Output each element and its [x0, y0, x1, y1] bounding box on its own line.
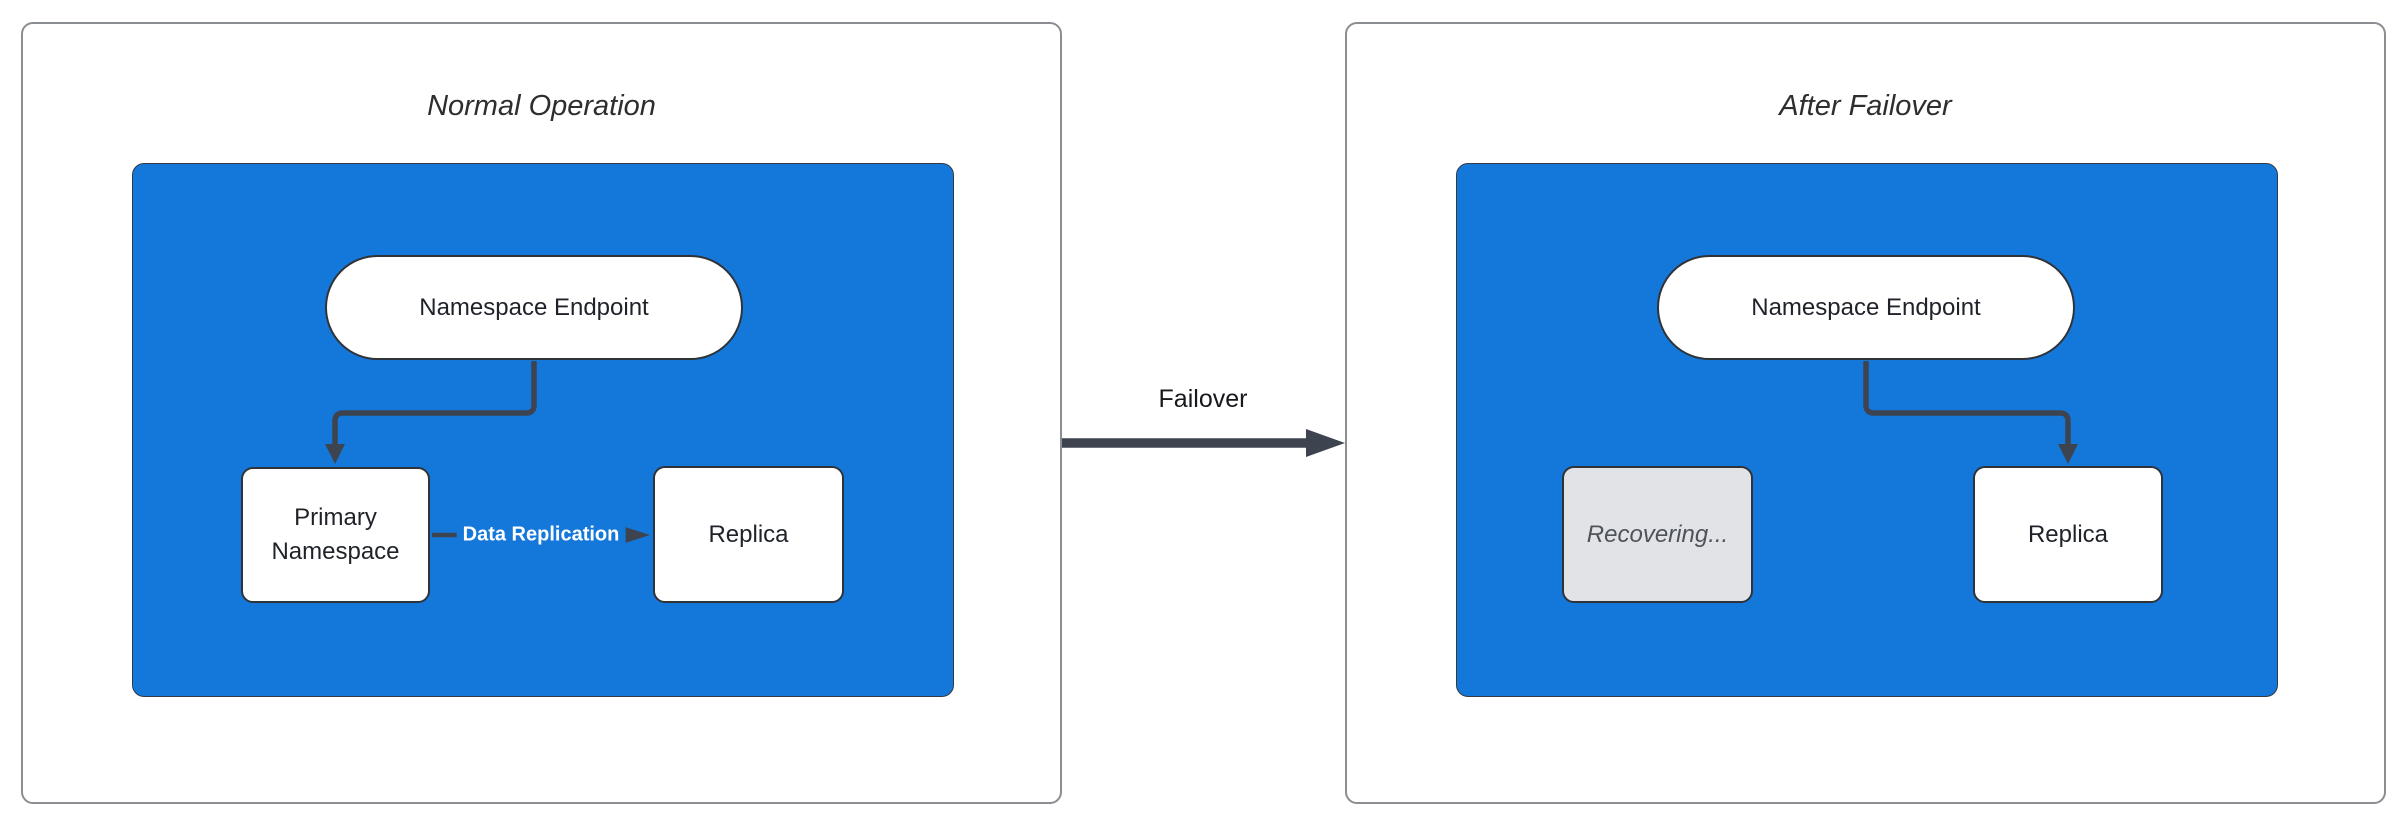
- replica-node-failover: Replica: [1973, 466, 2163, 603]
- replica-label: Replica: [708, 520, 789, 548]
- namespace-endpoint-label: Namespace Endpoint: [1751, 293, 1981, 321]
- primary-namespace-label: Primary Namespace: [271, 504, 400, 565]
- recovering-node: Recovering...: [1562, 466, 1753, 603]
- failover-arrowhead: [1306, 429, 1345, 457]
- primary-namespace-node: Primary Namespace: [241, 467, 430, 603]
- data-replication-edge-label: Data Replication: [456, 520, 626, 550]
- replica-label: Replica: [2027, 520, 2109, 548]
- namespace-cluster-failover: [1456, 163, 2278, 697]
- panel-title-after-failover: After Failover: [1779, 90, 1952, 122]
- panel-after-failover: After Failover Namespace Endpoint Recove…: [1345, 22, 2386, 804]
- replica-node: Replica: [653, 466, 844, 603]
- namespace-endpoint-label: Namespace Endpoint: [419, 293, 649, 321]
- namespace-endpoint-node: Namespace Endpoint: [325, 255, 743, 360]
- panel-title-normal-operation: Normal Operation: [427, 90, 656, 122]
- namespace-endpoint-node-failover: Namespace Endpoint: [1657, 255, 2075, 360]
- panel-normal-operation: Normal Operation Namespace Endpoint Prim…: [21, 22, 1062, 804]
- recovering-label: Recovering...: [1586, 520, 1729, 548]
- namespace-cluster-normal: [132, 163, 954, 697]
- failover-arrow-label: Failover: [1158, 385, 1248, 413]
